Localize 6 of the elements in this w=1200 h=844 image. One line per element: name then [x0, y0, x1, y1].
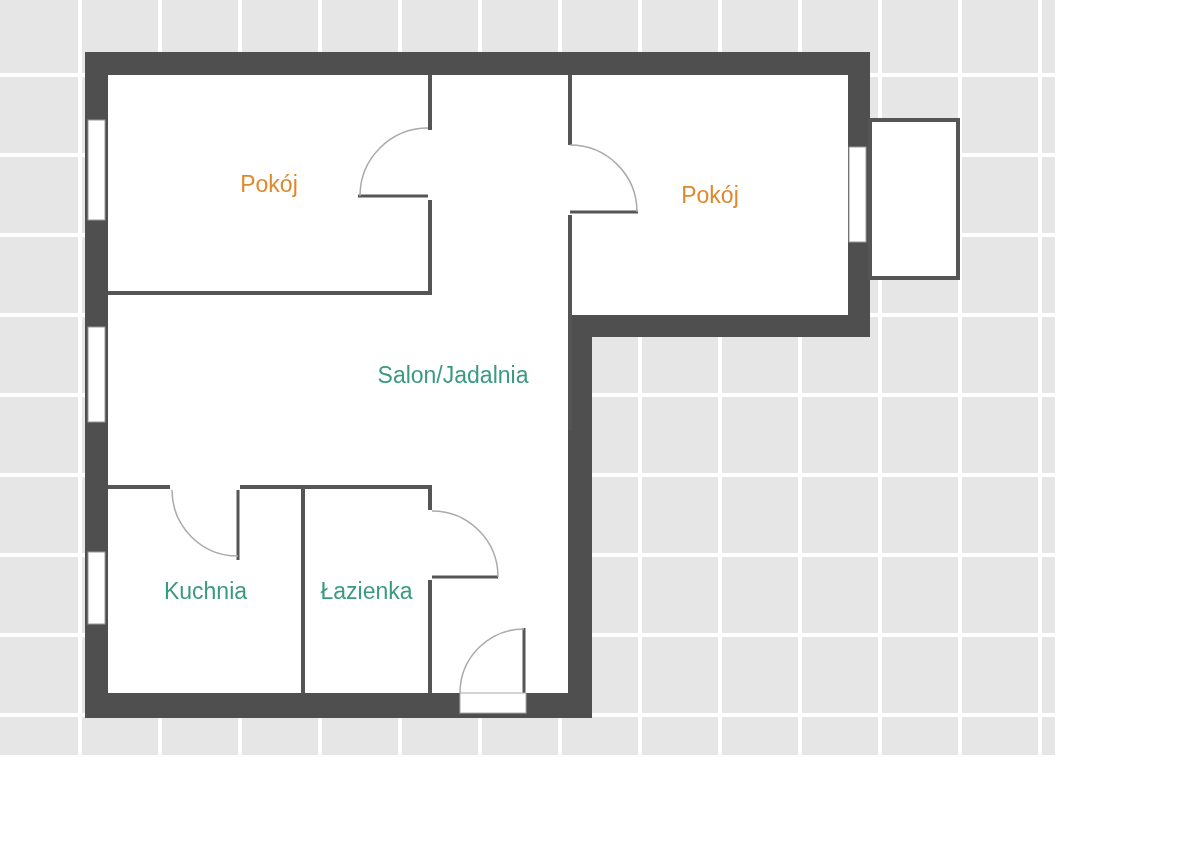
room-label: Kuchnia: [163, 578, 248, 605]
room-label: Pokój: [240, 170, 298, 198]
room-label: Łazienka: [320, 578, 413, 605]
room-label: Pokój: [681, 181, 739, 209]
room-label: Salon/Jadalnia: [377, 361, 529, 389]
balcony-area: [868, 118, 960, 280]
